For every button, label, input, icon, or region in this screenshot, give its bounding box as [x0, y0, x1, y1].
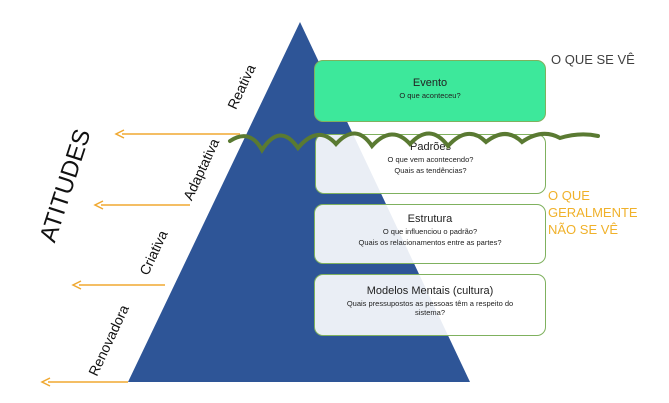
arrow-head-1: [114, 129, 125, 139]
attitude-arrows: [40, 129, 240, 387]
level-estrutura-line-1: O que influenciou o padrão?: [382, 227, 478, 236]
level-padroes-line-2: Quais as tendências?: [394, 166, 467, 175]
level-estrutura-title: Estrutura: [407, 213, 453, 225]
hidden-label-line-3: NÃO SE VÊ: [548, 222, 619, 237]
hidden-label: O QUE GERALMENTE NÃO SE VÊ: [548, 187, 638, 238]
level-modelos-title: Modelos Mentais (cultura): [366, 285, 494, 297]
level-evento-title: Evento: [412, 77, 448, 89]
hidden-label-line-1: O QUE: [548, 188, 590, 203]
visible-label: O QUE SE VÊ: [551, 52, 635, 67]
level-padroes: Padrões O que vem acontecendo? Quais as …: [315, 134, 546, 194]
level-modelos-line-1: Quais pressupostos as pessoas têm a resp…: [346, 299, 514, 317]
level-estrutura-line-2: Quais os relacionamentos entre as partes…: [358, 238, 502, 247]
hidden-label-line-2: GERALMENTE: [548, 205, 638, 220]
level-evento: Evento O que aconteceu?: [314, 60, 546, 122]
arrow-head-2: [93, 200, 104, 210]
level-padroes-line-1: O que vem acontecendo?: [387, 155, 474, 164]
level-estrutura: Estrutura O que influenciou o padrão? Qu…: [314, 204, 546, 264]
level-modelos-mentais: Modelos Mentais (cultura) Quais pressupo…: [314, 274, 546, 336]
arrow-head-3: [71, 280, 82, 290]
level-evento-line-1: O que aconteceu?: [399, 91, 461, 100]
arrow-head-4: [40, 377, 51, 387]
level-padroes-title: Padrões: [410, 141, 451, 153]
